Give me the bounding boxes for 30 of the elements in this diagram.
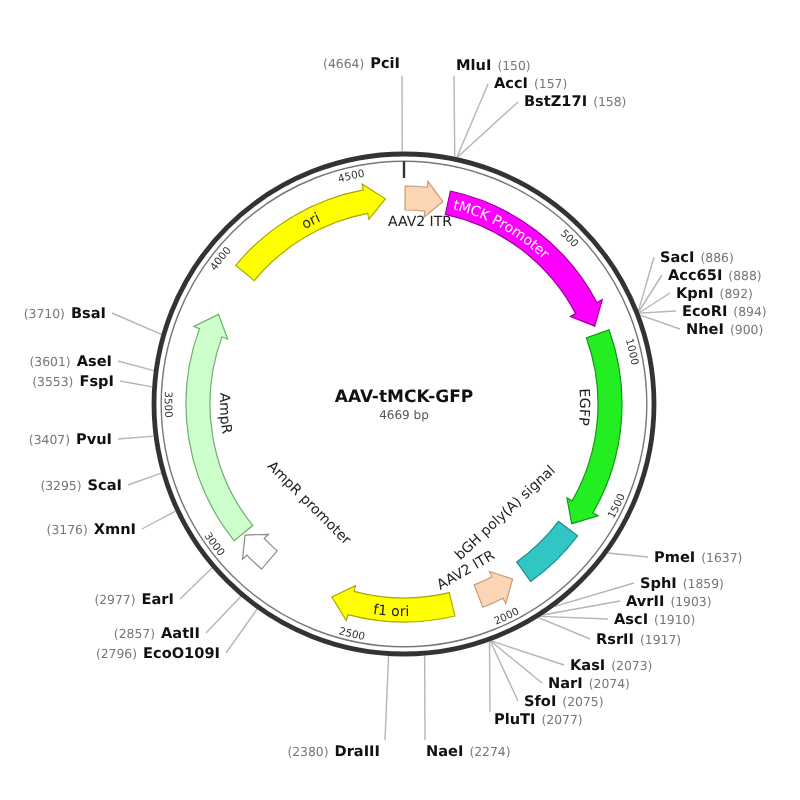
leader-line (117, 360, 155, 372)
leader-line (488, 640, 491, 713)
leader-line (384, 655, 390, 741)
leader-line (117, 435, 155, 440)
leader-line (489, 640, 519, 702)
leader-line (639, 314, 681, 330)
leader-line (637, 256, 655, 312)
leader-line (456, 83, 489, 158)
leader-line (141, 510, 177, 530)
leader-line (490, 640, 543, 684)
leader-line (539, 615, 609, 620)
leader-line (111, 312, 163, 336)
leader-line (127, 472, 162, 486)
leader-line (638, 274, 663, 313)
leader-line (119, 380, 153, 388)
leader-line (456, 101, 519, 158)
leader-line (490, 640, 565, 666)
leader-line (401, 75, 403, 153)
leader-line (554, 582, 635, 608)
plasmid-name: AAV-tMCK-GFP (334, 388, 474, 408)
leader-line (638, 292, 671, 314)
leader-line (541, 600, 621, 616)
leader-line (606, 552, 649, 558)
leader-line (424, 654, 426, 741)
leader-line (537, 616, 591, 640)
leader-line (179, 567, 213, 600)
leader-line (205, 595, 242, 634)
leader-line (638, 310, 677, 314)
leader-line (225, 608, 258, 654)
leader-line (453, 75, 456, 158)
